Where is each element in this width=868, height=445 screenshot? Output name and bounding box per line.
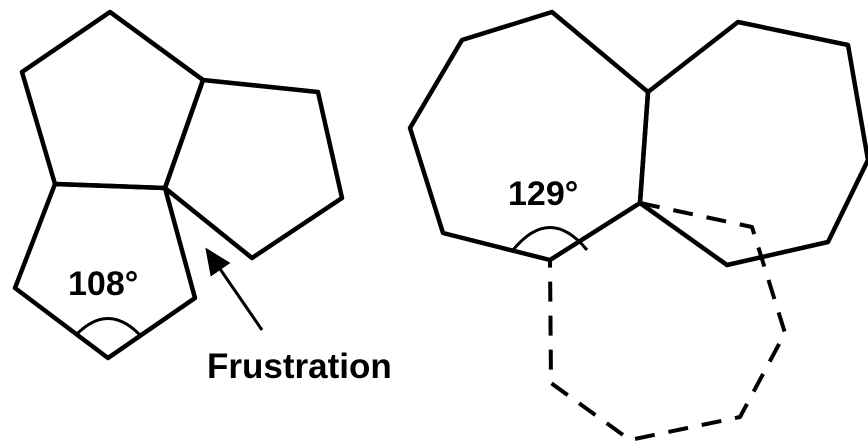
heptagon-right	[637, 19, 868, 268]
frustration-arrow	[205, 247, 264, 331]
heptagon-dashed-overlap	[548, 201, 787, 442]
heptagon-angle-label: 129°	[508, 175, 578, 213]
pentagon-bottom	[12, 181, 198, 361]
pentagon-angle-label: 108°	[68, 265, 138, 303]
frustration-label: Frustration	[207, 347, 392, 386]
heptagon-cluster: 129°	[407, 9, 868, 442]
frustration-annotation: Frustration	[205, 247, 392, 386]
pentagon-cluster: 108°	[12, 9, 345, 361]
pentagon-angle-arc	[74, 317, 142, 337]
pentagon-right	[162, 77, 345, 261]
heptagon-angle-arc	[511, 226, 589, 251]
